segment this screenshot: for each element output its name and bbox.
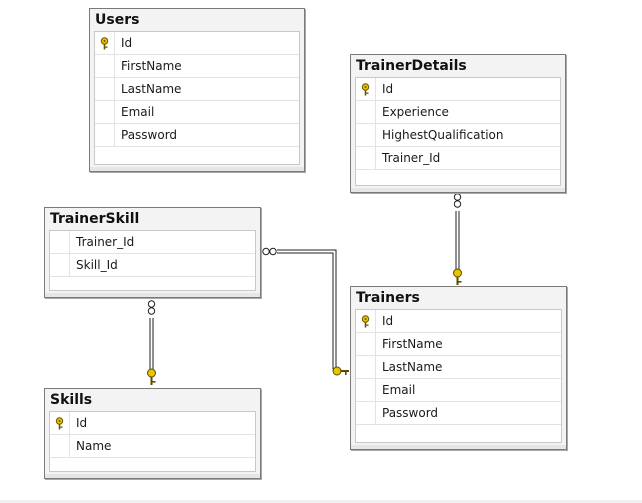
column-row[interactable]: Email <box>95 101 299 124</box>
column-row[interactable]: Trainer_Id <box>356 147 560 170</box>
primary-key-icon <box>50 412 70 434</box>
table-title: Trainers <box>356 290 420 306</box>
table-title: Users <box>95 12 140 28</box>
column-name: Trainer_Id <box>382 151 441 165</box>
bottom-scroll-edge <box>0 500 642 503</box>
key-column-cell <box>95 78 115 100</box>
column-name: Password <box>382 406 439 420</box>
column-row[interactable]: Id <box>95 32 299 55</box>
key-end-icon <box>453 268 462 285</box>
column-name: Email <box>121 105 155 119</box>
primary-key-icon <box>356 78 376 100</box>
column-name: Skill_Id <box>76 258 118 272</box>
table-title: Skills <box>50 392 93 408</box>
column-name: Id <box>382 314 394 328</box>
column-name: LastName <box>121 82 182 96</box>
table-title: TrainerSkill <box>50 211 140 227</box>
column-row[interactable]: Password <box>356 402 561 425</box>
column-row[interactable]: LastName <box>356 356 561 379</box>
key-column-cell <box>50 435 70 457</box>
key-end-icon <box>147 368 156 385</box>
relationship-trainerskill-skills[interactable] <box>147 300 156 385</box>
column-row[interactable]: Id <box>356 310 561 333</box>
column-name: Id <box>382 82 394 96</box>
column-row[interactable]: Experience <box>356 101 560 124</box>
column-name: FirstName <box>382 337 443 351</box>
column-name: Trainer_Id <box>76 235 135 249</box>
key-column-cell <box>356 379 376 401</box>
column-row[interactable]: Skill_Id <box>50 254 255 277</box>
column-name: Email <box>382 383 416 397</box>
column-row[interactable]: Id <box>356 78 560 101</box>
primary-key-icon <box>95 32 115 54</box>
column-name: Experience <box>382 105 449 119</box>
key-column-cell <box>95 101 115 123</box>
column-row[interactable]: Trainer_Id <box>50 231 255 254</box>
column-row[interactable]: Password <box>95 124 299 147</box>
column-row[interactable]: HighestQualification <box>356 124 560 147</box>
column-row[interactable]: Email <box>356 379 561 402</box>
relationship-trainerdetails-trainers[interactable] <box>453 193 462 285</box>
primary-key-icon <box>356 310 376 332</box>
column-name: FirstName <box>121 59 182 73</box>
infinity-end-icon <box>147 300 156 315</box>
relationship-trainerskill-trainers[interactable] <box>262 247 349 376</box>
key-column-cell <box>356 101 376 123</box>
key-column-cell <box>356 124 376 146</box>
key-column-cell <box>356 147 376 169</box>
column-row[interactable]: FirstName <box>95 55 299 78</box>
column-row[interactable]: FirstName <box>356 333 561 356</box>
table-title: TrainerDetails <box>356 58 467 74</box>
column-name: Id <box>121 36 133 50</box>
column-name: HighestQualification <box>382 128 504 142</box>
key-column-cell <box>356 356 376 378</box>
column-name: Id <box>76 416 88 430</box>
infinity-end-icon <box>262 247 277 256</box>
column-name: LastName <box>382 360 443 374</box>
key-column-cell <box>50 231 70 253</box>
key-end-icon <box>332 366 349 376</box>
column-row[interactable]: Id <box>50 412 255 435</box>
infinity-end-icon <box>453 193 462 208</box>
column-row[interactable]: Name <box>50 435 255 458</box>
key-column-cell <box>95 55 115 77</box>
column-name: Name <box>76 439 112 453</box>
key-column-cell <box>95 124 115 146</box>
key-column-cell <box>50 254 70 276</box>
key-column-cell <box>356 333 376 355</box>
key-column-cell <box>356 402 376 424</box>
column-row[interactable]: LastName <box>95 78 299 101</box>
column-name: Password <box>121 128 178 142</box>
